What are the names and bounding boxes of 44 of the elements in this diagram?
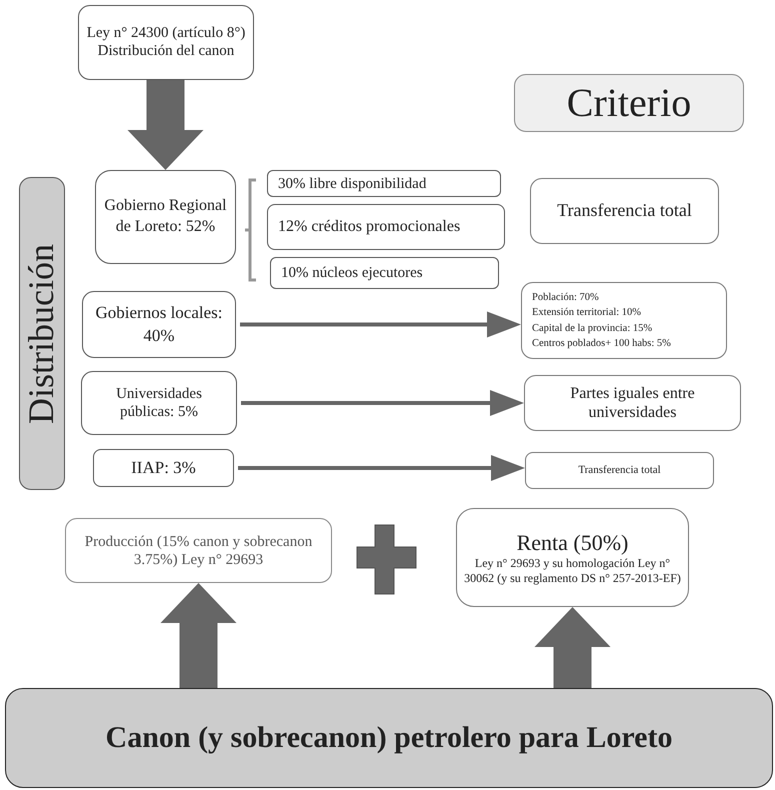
text-box [524, 375, 741, 431]
text-box [93, 449, 234, 487]
law-box [78, 5, 254, 80]
box-text: Partes iguales entre universidades [569, 384, 696, 422]
box-text: Transferencia total [557, 200, 692, 222]
box-text: Ley n° 24300 (artículo 8°) Distribución del canon [86, 25, 246, 60]
box-text: IIAP: 3% [131, 458, 196, 478]
side-band [19, 177, 65, 490]
text-box [82, 291, 236, 358]
heading-box [514, 74, 744, 132]
box-text: Transferencia total [578, 464, 661, 478]
box-text: 30% libre disponibilidad [278, 174, 426, 192]
box-text: 12% créditos promocionales [278, 217, 460, 237]
arrow [240, 312, 521, 338]
arrow [241, 390, 524, 416]
text-box [270, 257, 499, 289]
block-arrow [534, 607, 610, 688]
box-text: Canon (y sobrecanon) petrolero para Loreto [106, 720, 672, 756]
text-box [530, 178, 719, 244]
box-text: Universidades públicas: 5% [115, 385, 203, 421]
box-text: Población: 70% [532, 291, 599, 306]
block-arrow [160, 583, 236, 688]
box-text: Gobierno Regional de Loreto: 52% [103, 196, 228, 237]
box-text: Centros poblados+ 100 habs: 5% [532, 336, 671, 351]
vertical-label: Distribución [20, 244, 62, 424]
text-box [521, 282, 727, 359]
text-box [95, 170, 236, 264]
text-box [267, 170, 501, 197]
box-text: Producción (15% canon y sobrecanon 3.75%) Ley n° 29693 [84, 532, 314, 568]
text-box [267, 204, 505, 250]
column-heading: Criterio [566, 79, 692, 127]
box-text: 10% núcleos ejecutores [281, 264, 423, 282]
box-text: Extensión territorial: 10% [532, 306, 642, 320]
box-text: Capital de la provincia: 15% [532, 322, 652, 336]
text-box [65, 518, 332, 583]
box-heading: Renta (50%) [516, 530, 628, 556]
text-box [525, 452, 714, 489]
source-box [5, 688, 773, 788]
box-text: Ley n° 29693 y su homologación Ley n° 30062 (y su reglamento DS n° 257-2013-EF) [463, 556, 682, 586]
block-arrow [128, 80, 204, 170]
box-text: Gobiernos locales: 40% [94, 302, 224, 346]
text-box [81, 371, 237, 435]
arrow [238, 455, 525, 481]
text-box [456, 508, 689, 607]
